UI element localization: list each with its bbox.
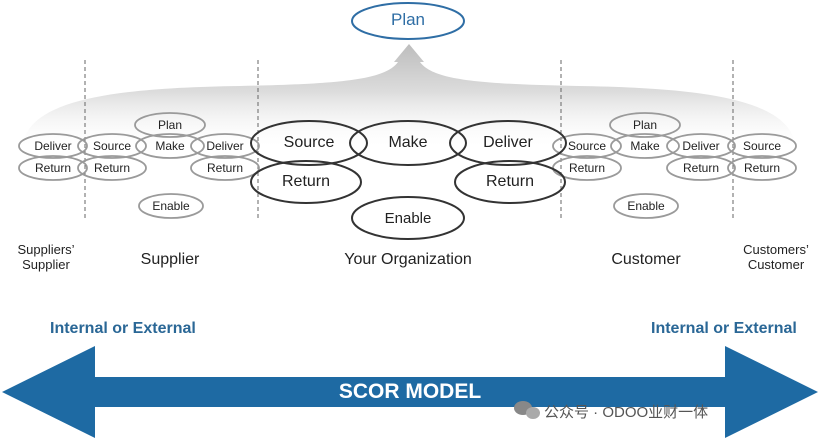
cc-return-label: Return bbox=[743, 161, 781, 175]
sup-return-right-ellipse bbox=[190, 155, 260, 181]
org-process-ellipses bbox=[250, 120, 567, 240]
plan-funnel bbox=[22, 44, 796, 150]
org-make-ellipse bbox=[349, 120, 467, 166]
sup-make-ellipse bbox=[135, 133, 205, 159]
cus-enable-label: Enable bbox=[627, 199, 665, 213]
ss-return-ellipse bbox=[18, 155, 88, 181]
cus-enable-ellipse bbox=[613, 193, 679, 219]
top-plan-ellipse bbox=[351, 2, 465, 40]
org-deliver-label: Deliver bbox=[483, 134, 533, 151]
cus-return-right-label: Return bbox=[682, 161, 720, 175]
watermark-text: 公众号 · ODOO业财一体 bbox=[544, 404, 709, 421]
org-make-label: Make bbox=[388, 134, 428, 151]
cc-source-label: Source bbox=[742, 139, 782, 153]
org-source-ellipse bbox=[250, 120, 368, 166]
org-source-label: Source bbox=[283, 134, 335, 151]
org-enable-label: Enable bbox=[384, 210, 432, 227]
cus-make-ellipse bbox=[610, 133, 680, 159]
cus-return-right-ellipse bbox=[666, 155, 736, 181]
sup-source-label: Source bbox=[92, 139, 132, 153]
cc-return-ellipse bbox=[727, 155, 797, 181]
cus-deliver-label: Deliver bbox=[682, 139, 720, 153]
scor-model-label: SCOR MODEL bbox=[338, 380, 482, 403]
org-return-right-ellipse bbox=[454, 160, 566, 204]
sup-deliver-ellipse bbox=[190, 133, 260, 159]
sup-enable-ellipse bbox=[138, 193, 204, 219]
top-plan-label: Plan bbox=[390, 10, 426, 29]
org-deliver-ellipse bbox=[449, 120, 567, 166]
suppliers-supplier-name-1: Suppliers’ bbox=[17, 242, 75, 257]
cc-source-ellipse bbox=[727, 133, 797, 159]
ss-deliver-ellipse bbox=[18, 133, 88, 159]
sup-return-right-label: Return bbox=[206, 161, 244, 175]
org-enable-ellipse bbox=[351, 196, 465, 240]
sup-source-ellipse bbox=[77, 133, 147, 159]
sup-return-left-ellipse bbox=[77, 155, 147, 181]
internal-external-left: Internal or External bbox=[50, 320, 196, 337]
cus-plan-label: Plan bbox=[632, 118, 658, 132]
sup-make-label: Make bbox=[155, 139, 185, 153]
customer-name: Customer bbox=[611, 251, 681, 268]
customers-customer-name-2: Customer bbox=[747, 257, 805, 272]
your-organization-name: Your Organization bbox=[344, 251, 472, 268]
ss-return-label: Return bbox=[34, 161, 72, 175]
org-return-left-label: Return bbox=[281, 173, 331, 190]
sup-plan-label: Plan bbox=[157, 118, 183, 132]
cus-source-label: Source bbox=[567, 139, 607, 153]
wechat-icon bbox=[514, 401, 540, 419]
supplier-name: Supplier bbox=[140, 251, 200, 268]
suppliers-supplier-name-2: Supplier bbox=[22, 257, 70, 272]
cus-source-ellipse bbox=[552, 133, 622, 159]
ss-deliver-label: Deliver bbox=[34, 139, 72, 153]
cus-make-label: Make bbox=[630, 139, 660, 153]
internal-external-right: Internal or External bbox=[651, 320, 797, 337]
cus-deliver-ellipse bbox=[666, 133, 736, 159]
scor-double-arrow bbox=[2, 346, 818, 438]
cus-return-left-label: Return bbox=[568, 161, 606, 175]
small-process-ellipses bbox=[18, 112, 797, 219]
cus-plan-ellipse bbox=[609, 112, 681, 138]
customers-customer-name-1: Customers’ bbox=[743, 242, 809, 257]
org-return-right-label: Return bbox=[485, 173, 535, 190]
sup-return-left-label: Return bbox=[93, 161, 131, 175]
sup-deliver-label: Deliver bbox=[206, 139, 244, 153]
sup-enable-label: Enable bbox=[152, 199, 190, 213]
org-return-left-ellipse bbox=[250, 160, 362, 204]
sup-plan-ellipse bbox=[134, 112, 206, 138]
